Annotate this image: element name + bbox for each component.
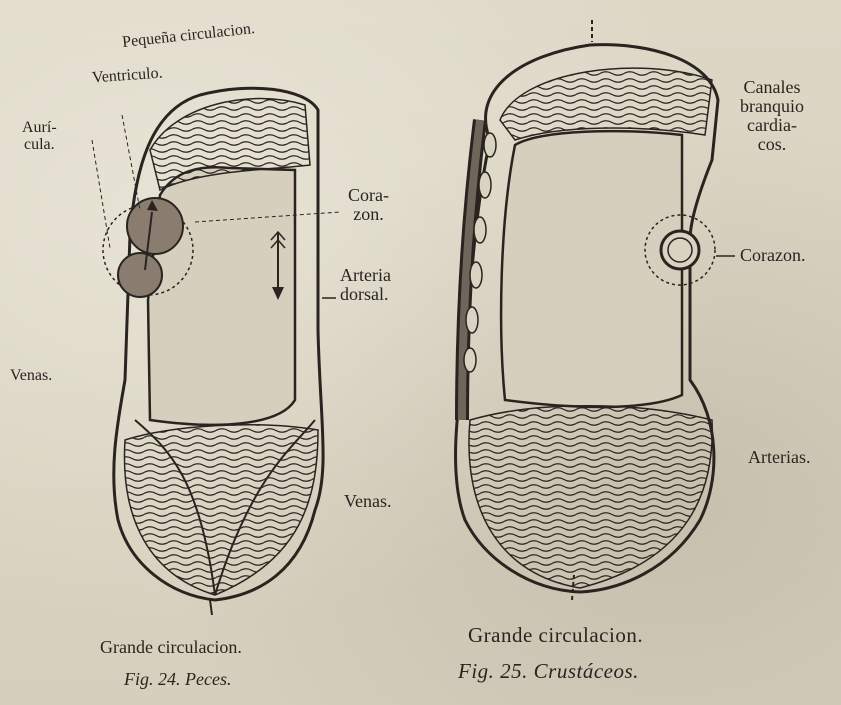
label-venas-left: Venas.: [10, 368, 52, 385]
label-corazon-fig25: Corazon.: [740, 246, 805, 265]
label-canales-line2: branquio: [740, 97, 804, 116]
crustacean-circulation-diagram: [456, 20, 718, 600]
label-corazon-line2: zon.: [348, 205, 389, 224]
caption-fig25: Fig. 25. Crustáceos.: [458, 660, 639, 682]
label-canales-line1: Canales: [740, 78, 804, 97]
label-arterias: Arterias.: [748, 448, 810, 467]
caption-fig24: Fig. 24. Peces.: [124, 670, 231, 689]
label-arteria-line2: dorsal.: [340, 285, 391, 304]
label-canales-line4: cos.: [740, 135, 804, 154]
label-corazon-line1: Cora-: [348, 186, 389, 205]
label-grande-circulacion-fig25: Grande circulacion.: [468, 624, 643, 646]
label-grande-circulacion-fig24: Grande circulacion.: [100, 638, 242, 657]
label-auricula-line1: Aurí-: [22, 120, 57, 137]
fish-circulation-diagram: [114, 88, 323, 615]
label-arteria-line1: Arteria: [340, 266, 391, 285]
label-arteria-dorsal: Arteria dorsal.: [340, 266, 391, 304]
label-corazon-fig24: Cora- zon.: [348, 186, 389, 224]
label-canales-line3: cardia-: [740, 116, 804, 135]
label-auricula-line2: cula.: [22, 137, 57, 154]
label-auricula: Aurí- cula.: [22, 120, 57, 154]
label-canales-branquiocardiacos: Canales branquio cardia- cos.: [740, 78, 804, 154]
label-venas-right: Venas.: [344, 492, 392, 511]
